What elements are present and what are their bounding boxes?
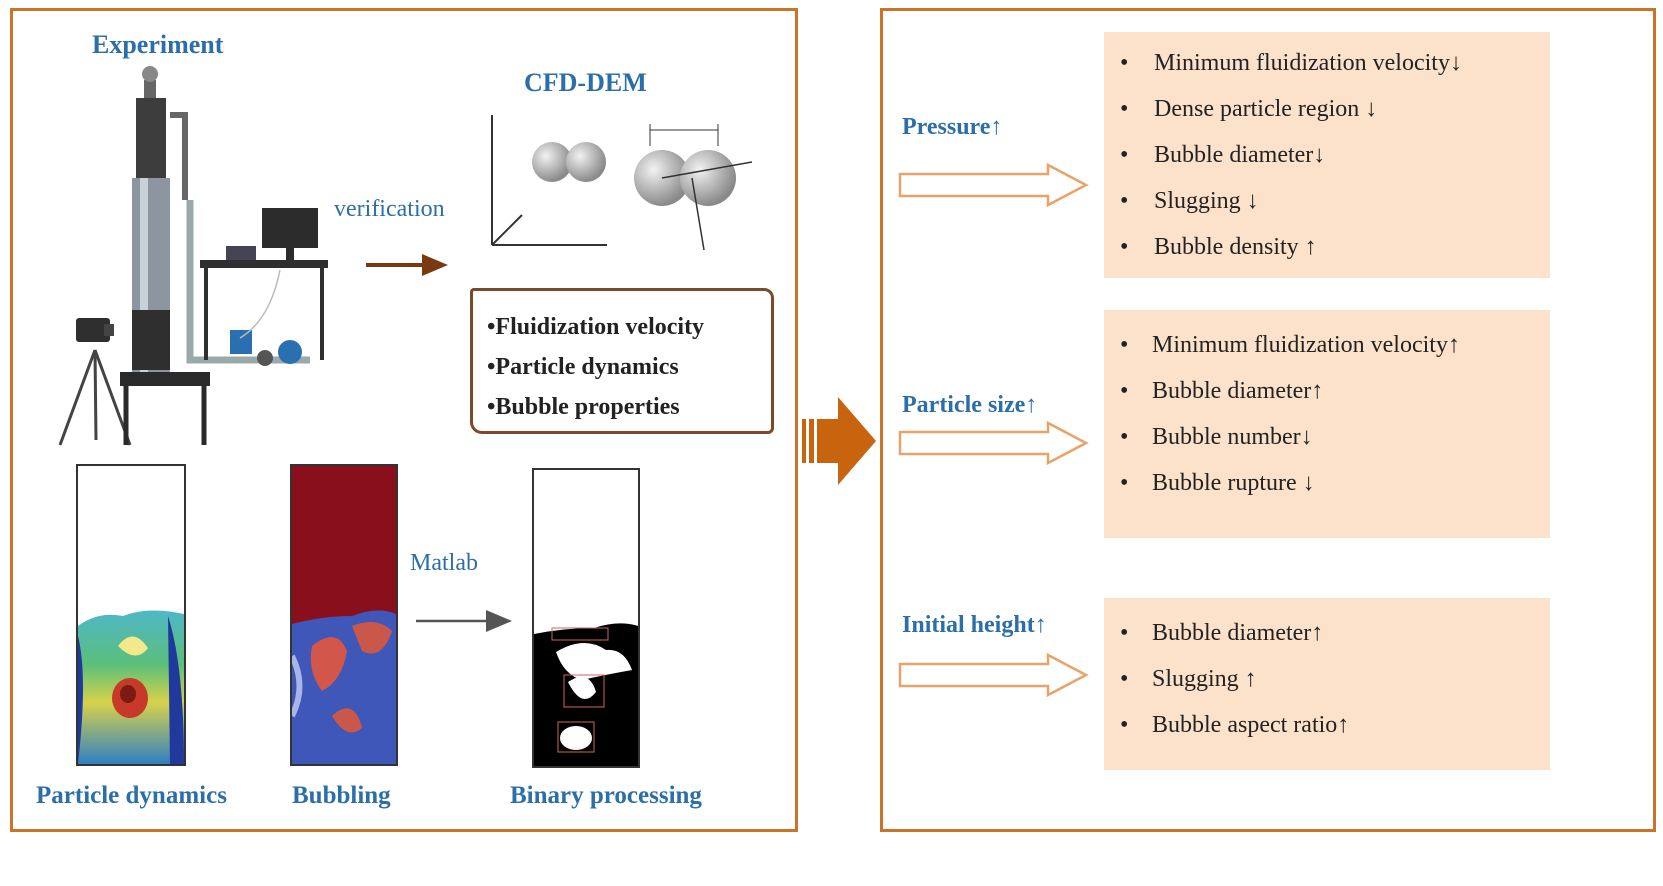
sphere [532, 142, 572, 182]
effect-item: Minimum fluidization velocity↑ [1104, 322, 1550, 368]
hollow-arrow [898, 420, 1089, 466]
effect-box-particle-size: Minimum fluidization velocity↑ Bubble di… [1104, 310, 1550, 538]
effect-item: Bubble diameter↓ [1104, 132, 1550, 178]
param-label-initial-height: Initial height↑ [902, 612, 1047, 638]
big-transition-arrow [802, 397, 876, 485]
experiment-title: Experiment [92, 30, 224, 59]
effect-item: Bubble number↓ [1104, 414, 1550, 460]
param-label-pressure: Pressure↑ [902, 114, 1003, 140]
matlab-arrow [416, 610, 512, 632]
camera-tripod [58, 349, 132, 446]
caption-bubbling: Bubbling [292, 782, 391, 809]
effect-item: Bubble aspect ratio↑ [1104, 702, 1550, 748]
effect-box-pressure: Minimum fluidization velocity↓ Dense par… [1104, 32, 1550, 278]
hollow-arrow [898, 162, 1089, 208]
effect-item: Bubble diameter↑ [1104, 610, 1550, 656]
features-box: •Fluidization velocity •Particle dynamic… [470, 288, 774, 434]
feature-item: •Fluidization velocity [487, 314, 705, 340]
matlab-label: Matlab [410, 550, 478, 576]
param-label-particle-size: Particle size↑ [902, 392, 1038, 418]
effect-box-initial-height: Bubble diameter↑ Slugging ↑ Bubble aspec… [1104, 598, 1550, 770]
effect-item: Slugging ↓ [1104, 178, 1550, 224]
binary-processing-image [532, 468, 640, 768]
verification-label: verification [334, 196, 445, 222]
effect-item: Bubble density ↑ [1104, 224, 1550, 270]
computer-monitor [262, 208, 318, 248]
column-top [136, 98, 166, 178]
caption-particle-dynamics: Particle dynamics [36, 782, 227, 809]
cfd-dem-title: CFD-DEM [524, 68, 647, 97]
hollow-arrow [898, 652, 1089, 698]
experiment-apparatus-illustration [58, 66, 328, 446]
feature-item: •Bubble properties [487, 394, 680, 420]
sphere [680, 150, 736, 206]
verification-arrow [366, 254, 448, 276]
effect-item: Bubble rupture ↓ [1104, 460, 1550, 506]
effect-item: Dense particle region ↓ [1104, 86, 1550, 132]
effect-item: Minimum fluidization velocity↓ [1104, 40, 1550, 86]
feature-item: •Particle dynamics [487, 354, 679, 380]
effect-item: Slugging ↑ [1104, 656, 1550, 702]
sphere [566, 142, 606, 182]
effect-item: Bubble diameter↑ [1104, 368, 1550, 414]
cfd-dem-particle-illustration [491, 115, 753, 251]
camera [76, 318, 110, 342]
bubbling-image [290, 464, 398, 766]
particle-dynamics-image [76, 464, 186, 766]
caption-binary-processing: Binary processing [510, 782, 702, 809]
